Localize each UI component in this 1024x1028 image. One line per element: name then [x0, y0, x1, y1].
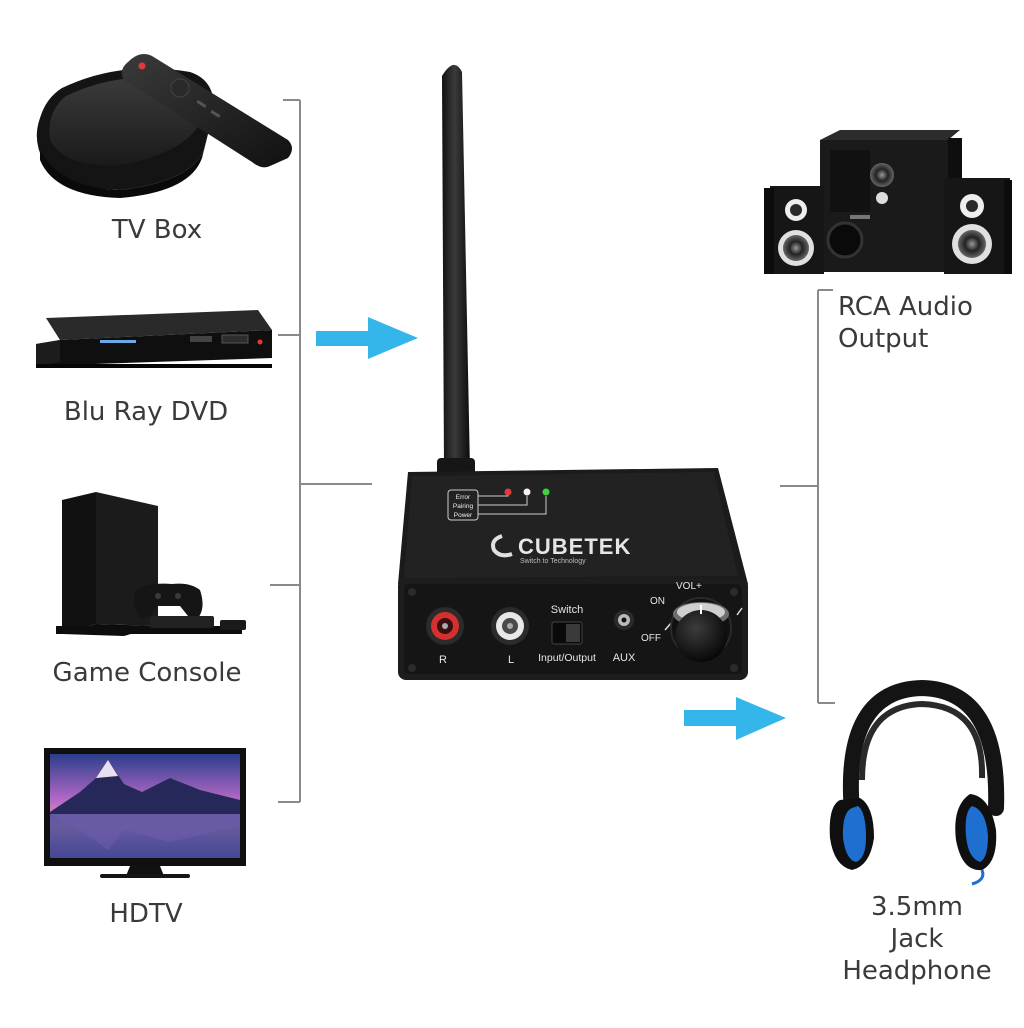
led-label-power: Power: [454, 512, 473, 519]
off-label: OFF: [641, 633, 661, 644]
headphones-image: [829, 679, 1005, 886]
label-rca-line2: Output: [838, 324, 929, 354]
game-console-image: [56, 492, 246, 636]
input-arrow: [316, 317, 418, 359]
led-label-pairing: Pairing: [453, 503, 474, 510]
port-l-label: L: [508, 654, 514, 666]
on-label: ON: [650, 596, 665, 607]
brand-logo-text: CUBETEK: [518, 534, 631, 559]
led-label-error: Error: [456, 494, 471, 501]
label-headphone-line2: Headphone: [842, 956, 992, 986]
label-blu-ray-dvd: Blu Ray DVD: [63, 397, 229, 427]
switch-label: Switch: [551, 604, 583, 616]
volume-knob[interactable]: [675, 610, 727, 662]
output-connector-lines: [780, 289, 835, 704]
label-headphone-line1: 3.5mm Jack: [870, 892, 964, 954]
led-error-indicator: [504, 488, 512, 496]
input-connector-lines: [270, 99, 372, 803]
label-tv-box: TV Box: [111, 215, 203, 245]
output-arrow: [684, 697, 786, 740]
switch-mode-label: Input/Output: [538, 652, 596, 664]
brand-tagline: Switch to Technology: [520, 558, 586, 565]
led-power-indicator: [542, 488, 550, 496]
label-headphone-output: 3.5mm Jack Headphone: [842, 891, 991, 987]
label-game-console: Game Console: [52, 658, 242, 688]
cubetek-device: Error Pairing Power CUBETEK Switch to Te…: [398, 64, 748, 680]
led-pairing-indicator: [523, 488, 531, 496]
tv-box-image: [36, 54, 292, 198]
aux-label: AUX: [613, 652, 636, 664]
label-rca-line1: RCA Audio: [838, 292, 973, 322]
volume-label: VOL+: [676, 581, 702, 592]
blu-ray-player-image: [36, 310, 272, 368]
label-hdtv: HDTV: [109, 899, 183, 929]
hdtv-image: [44, 748, 246, 878]
speakers-image: [764, 130, 1012, 274]
label-rca-audio-output: RCA Audio Output: [838, 291, 973, 355]
port-r-label: R: [439, 654, 447, 666]
